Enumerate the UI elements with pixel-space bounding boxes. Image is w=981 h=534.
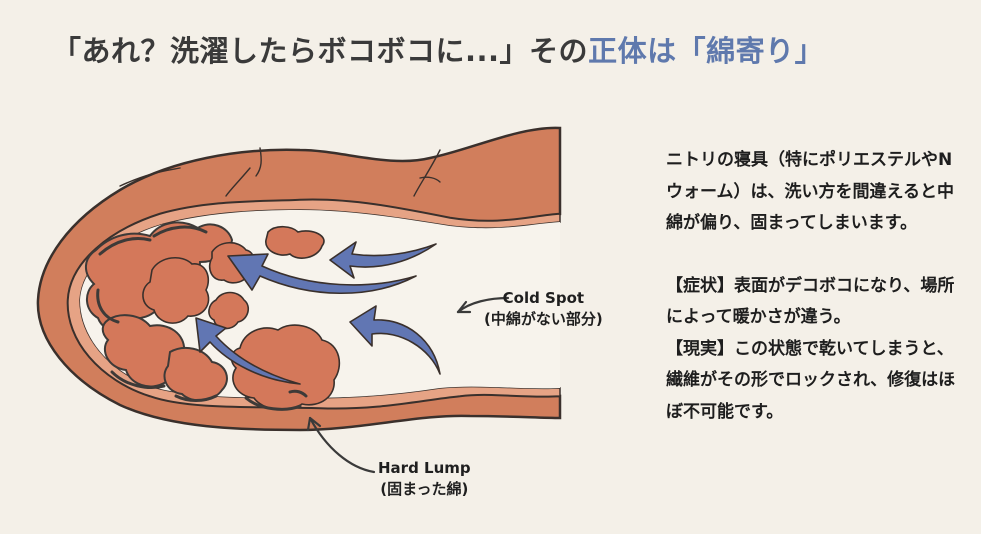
cold-spot-callout: Cold Spot (中綿がない部分): [484, 288, 603, 330]
cold-spot-label: Cold Spot: [502, 289, 585, 307]
arrow-icon: [195, 317, 301, 385]
spacer: [666, 240, 966, 271]
description-reality: 【現実】この状態で乾いてしまうと、繊維がその形でロックされ、修復はほぼ不可能です…: [666, 338, 956, 422]
comforter-lining: [67, 198, 561, 410]
hard-lump-pointer: [308, 416, 376, 474]
comforter-cross-section-illustration: [36, 126, 562, 474]
description-intro: ニトリの寝具（特にポリエステルやNウォーム）は、洗い方を間違えると中綿が偏り、固…: [666, 150, 954, 233]
arrow-icon: [227, 253, 417, 295]
arrow-icon: [329, 241, 437, 279]
arrow-icon: [349, 305, 441, 375]
hard-lump-sublabel: (固まった綿): [380, 480, 469, 498]
page-title: 「あれ？洗濯したらボコボコに...」その正体は「綿寄り」: [52, 28, 824, 70]
hard-lump: [230, 324, 341, 411]
description-panel: ニトリの寝具（特にポリエステルやNウォーム）は、洗い方を間違えると中綿が偏り、固…: [666, 145, 966, 428]
title-accent: 正体は「綿寄り」: [588, 34, 825, 68]
description-symptom: 【症状】表面がデコボコになり、場所によって暖かさが違う。: [666, 275, 955, 328]
cold-spot-sublabel: (中綿がない部分): [484, 310, 603, 328]
filling-shift-arrows: [195, 241, 441, 385]
title-prefix: 「あれ？洗濯したらボコボコに...」その: [52, 34, 589, 68]
hard-lump-label: Hard Lump: [378, 459, 471, 477]
hard-lump-callout: Hard Lump (固まった綿): [378, 458, 471, 500]
